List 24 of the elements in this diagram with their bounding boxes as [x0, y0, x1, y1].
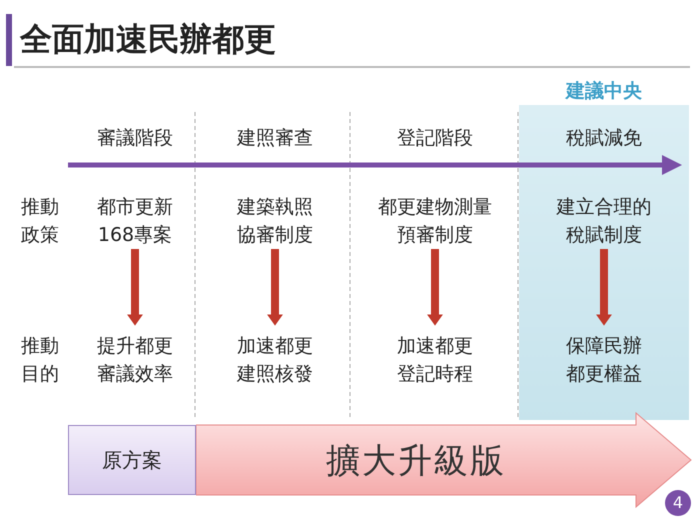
cell-text: 都市更新168專案: [96, 195, 174, 248]
highlight-band: [519, 105, 689, 420]
column-header: 登記階段: [396, 126, 474, 151]
column-header: 建照審查: [236, 126, 314, 151]
column-header: 稅賦減免: [565, 126, 643, 151]
cell-text: 建立合理的稅賦制度: [555, 195, 652, 248]
arrow-text: 擴大升級版: [325, 440, 507, 483]
cell-text: 加速都更登記時程: [396, 334, 474, 387]
slide-title: 全面加速民辦都更: [20, 19, 276, 60]
page-number: 4: [665, 490, 691, 516]
down-arrow: [267, 249, 283, 326]
band-heading: 建議中央: [564, 79, 643, 104]
plan-box: 原方案: [68, 425, 196, 495]
cell-text: 建築執照協審制度: [236, 195, 314, 248]
down-arrow: [596, 249, 612, 326]
row-label: 推動目的: [20, 334, 60, 387]
cell-text: 保障民辦都更權益: [565, 334, 643, 387]
down-arrow: [127, 249, 143, 326]
down-arrow: [427, 249, 443, 326]
cell-text: 都更建物測量預審制度: [377, 195, 493, 248]
row-label: 推動政策: [20, 195, 60, 248]
cell-text: 加速都更建照核發: [236, 334, 314, 387]
cell-text: 提升都更審議效率: [96, 334, 174, 387]
column-header: 審議階段: [96, 126, 174, 151]
